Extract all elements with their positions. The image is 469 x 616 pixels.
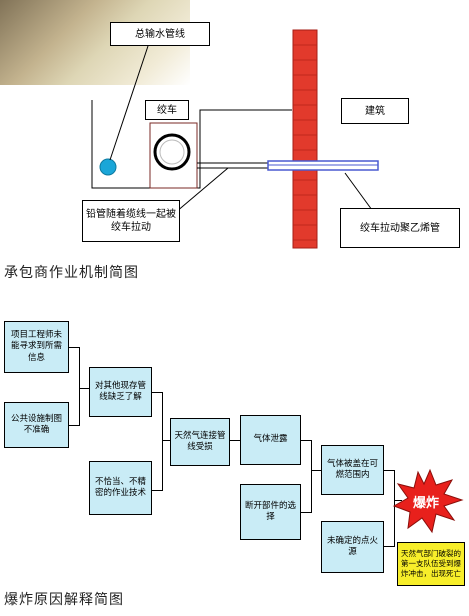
label-winch: 绞车 xyxy=(145,100,189,120)
label-main-pipe: 总输水管线 xyxy=(110,22,210,46)
label-building: 建筑 xyxy=(341,98,409,124)
explosion-label: 爆炸 xyxy=(413,496,440,511)
water-main-dot xyxy=(99,158,117,176)
box-gas-flammable: 气体被盖在可燃范围内 xyxy=(321,445,384,495)
bottom-caption: 爆炸原因解释简图 xyxy=(4,592,124,608)
building-wall xyxy=(292,29,318,249)
box-gas-leak: 气体泄露 xyxy=(240,415,301,465)
box-work-technique: 不恰当、不精密的作业技术 xyxy=(89,461,152,515)
explosion-burst xyxy=(392,468,464,534)
box-fatality-note: 天然气部门破裂的第一支队伍受到爆炸冲击，出现死亡 xyxy=(397,542,465,586)
trench-outline xyxy=(91,100,292,189)
top-caption: 承包商作业机制简图 xyxy=(4,265,139,281)
box-disconnect-selection: 断开部件的选择 xyxy=(240,484,301,540)
box-utility-maps: 公共设施制图不准确 xyxy=(4,402,69,448)
winch-housing xyxy=(149,122,198,189)
label-pe-pipe: 绞车拉动聚乙烯管 xyxy=(340,208,460,248)
box-engineer-info: 项目工程师未能寻求到所需信息 xyxy=(4,321,69,373)
box-existing-lines: 对其他现存管线缺乏了解 xyxy=(89,367,152,417)
label-lead-pipe: 铅管随着缆线一起被绞车拉动 xyxy=(82,200,180,242)
box-ignition-source: 未确定的点火源 xyxy=(321,521,384,573)
box-gas-line-damaged: 天然气连接管线受损 xyxy=(170,418,230,466)
